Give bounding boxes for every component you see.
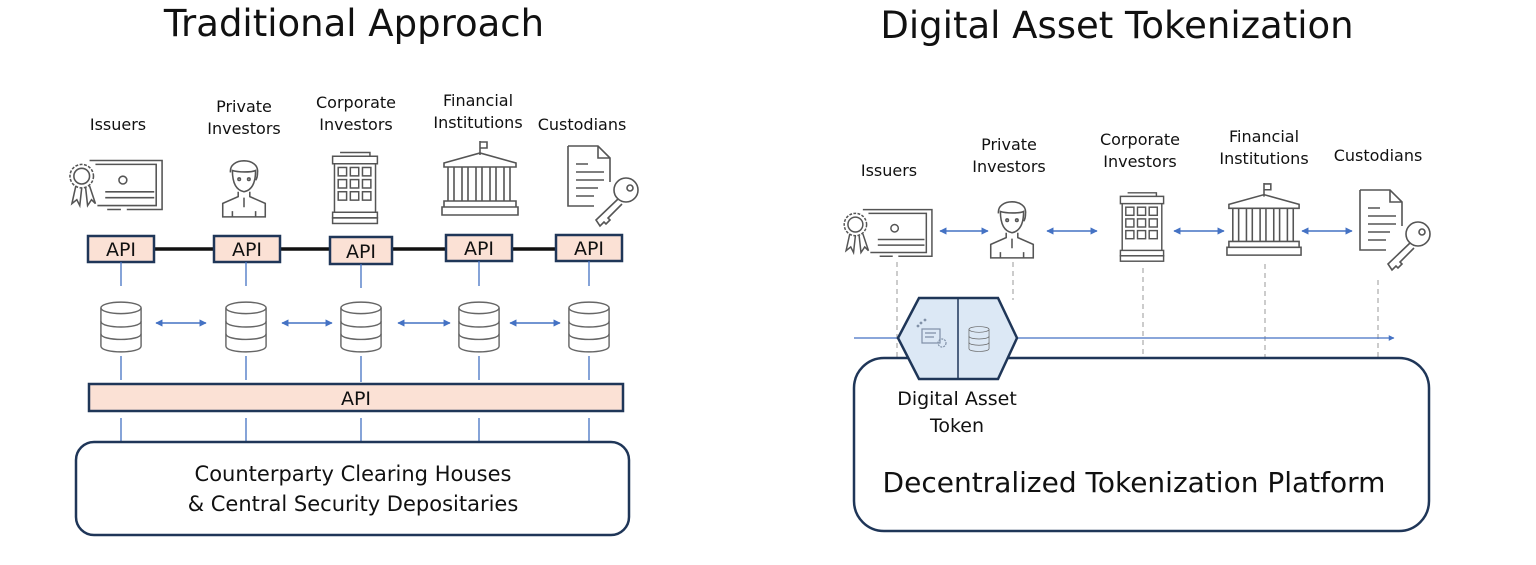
api-box: API bbox=[328, 235, 394, 266]
left-participant-corporate-investors: Corporate Investors bbox=[316, 93, 396, 225]
participant-label: Corporate bbox=[1100, 130, 1180, 149]
participant-label: Financial bbox=[443, 91, 513, 110]
participant-label: Investors bbox=[207, 119, 280, 138]
left-participant-custodians: Custodians bbox=[538, 115, 639, 227]
right-participant-custodians: Custodians bbox=[1334, 146, 1431, 271]
api-label: API bbox=[232, 239, 262, 261]
api-bar: API bbox=[87, 382, 625, 413]
api-box: API bbox=[212, 234, 282, 264]
participant-label: Investors bbox=[1103, 152, 1176, 171]
participant-label: Custodians bbox=[538, 115, 627, 134]
certificate-icon bbox=[69, 159, 163, 211]
box-label-line1: Counterparty Clearing Houses bbox=[195, 462, 512, 486]
document-key-icon bbox=[1359, 189, 1431, 271]
api-label: API bbox=[464, 238, 494, 260]
right-participant-corporate-investors: Corporate Investors bbox=[1100, 130, 1180, 262]
left-title: Traditional Approach bbox=[163, 2, 544, 45]
left-participant-private-investors: Private Investors bbox=[207, 97, 281, 218]
vertical-connectors bbox=[120, 261, 590, 442]
smart-contract-icon bbox=[916, 318, 947, 348]
api-box: API bbox=[86, 234, 156, 264]
person-icon bbox=[221, 160, 267, 218]
right-participant-issuers: Issuers bbox=[843, 161, 933, 258]
token-label-line2: Token bbox=[929, 415, 984, 437]
api-bar-label: API bbox=[341, 388, 371, 410]
participant-label: Custodians bbox=[1334, 146, 1423, 165]
right-participant-private-investors: Private Investors bbox=[972, 135, 1046, 259]
right-participant-financial-institutions: Financial Institutions bbox=[1219, 127, 1309, 256]
participant-label: Financial bbox=[1229, 127, 1299, 146]
api-label: API bbox=[106, 239, 136, 261]
building-icon bbox=[331, 151, 379, 225]
participant-label: Private bbox=[216, 97, 272, 116]
tokenization-platform-box: Decentralized Tokenization Platform bbox=[852, 356, 1431, 533]
participant-label: Corporate bbox=[316, 93, 396, 112]
token-label-line1: Digital Asset bbox=[897, 388, 1017, 410]
left-participant-issuers: Issuers bbox=[69, 115, 163, 211]
bank-icon bbox=[441, 140, 519, 216]
dashed-connectors bbox=[896, 262, 1379, 360]
database-icon bbox=[458, 301, 500, 353]
right-title: Digital Asset Tokenization bbox=[880, 4, 1353, 47]
database-icon bbox=[568, 301, 610, 353]
clearing-houses-box: Counterparty Clearing Houses & Central S… bbox=[74, 440, 631, 537]
participant-label: Issuers bbox=[861, 161, 917, 180]
digital-asset-token: Digital Asset Token bbox=[896, 296, 1019, 437]
api-box: API bbox=[554, 233, 624, 263]
building-icon bbox=[1119, 192, 1165, 262]
platform-label: Decentralized Tokenization Platform bbox=[883, 466, 1386, 499]
document-key-icon bbox=[567, 145, 639, 227]
bank-icon bbox=[1226, 182, 1302, 256]
left-participant-financial-institutions: Financial Institutions bbox=[433, 91, 523, 216]
database-icon bbox=[225, 301, 267, 353]
certificate-icon bbox=[843, 208, 933, 258]
database-icon bbox=[100, 301, 142, 353]
box-label-line2: & Central Security Depositaries bbox=[188, 492, 519, 516]
participant-label: Private bbox=[981, 135, 1037, 154]
traditional-approach-panel: Traditional Approach Issuers Private Inv… bbox=[69, 2, 639, 537]
database-icon bbox=[340, 301, 382, 353]
participant-label: Institutions bbox=[433, 113, 522, 132]
api-label: API bbox=[346, 241, 376, 263]
participant-label: Issuers bbox=[90, 115, 146, 134]
api-label: API bbox=[574, 238, 604, 260]
participant-label: Investors bbox=[319, 115, 392, 134]
digital-asset-tokenization-panel: Digital Asset Tokenization Issuers Priva… bbox=[843, 4, 1431, 533]
participant-label: Investors bbox=[972, 157, 1045, 176]
api-box: API bbox=[444, 233, 514, 263]
participant-label: Institutions bbox=[1219, 149, 1308, 168]
person-icon bbox=[989, 201, 1035, 259]
